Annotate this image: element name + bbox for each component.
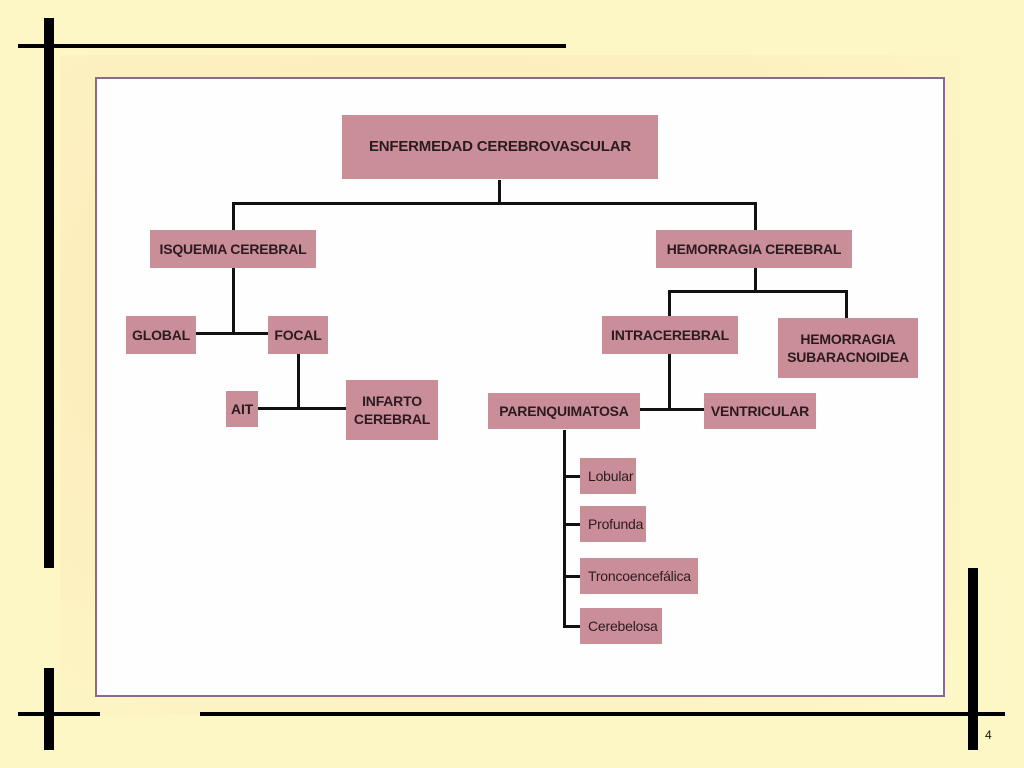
connector [563, 430, 566, 628]
connector [232, 268, 235, 334]
frame-bar-left-vertical [44, 18, 54, 568]
frame-bar-bottomleft-horizontal [18, 712, 100, 716]
node-global: GLOBAL [126, 316, 196, 354]
connector [668, 290, 671, 318]
connector [845, 290, 848, 318]
node-hemorragia-subaracnoidea: HEMORRAGIA SUBARACNOIDEA [778, 318, 918, 378]
connector [754, 202, 757, 232]
connector [258, 407, 346, 410]
frame-bar-top-horizontal [18, 44, 566, 48]
connector [498, 180, 501, 204]
node-hemorragia-cerebral: HEMORRAGIA CEREBRAL [656, 230, 852, 268]
frame-bar-bottomleft-vertical [44, 668, 54, 750]
node-enfermedad-cerebrovascular: ENFERMEDAD CEREBROVASCULAR [342, 115, 658, 179]
node-infarto-cerebral: INFARTO CEREBRAL [346, 380, 438, 440]
connector [232, 202, 235, 232]
node-ait: AIT [226, 391, 258, 427]
node-focal: FOCAL [268, 316, 328, 354]
connector [196, 332, 270, 335]
connector [232, 202, 756, 205]
connector [563, 523, 580, 526]
node-profunda: Profunda [580, 506, 646, 542]
node-ventricular: VENTRICULAR [704, 393, 816, 429]
node-parenquimatosa: PARENQUIMATOSA [488, 393, 640, 429]
connector [563, 575, 580, 578]
connector [563, 475, 580, 478]
page-number: 4 [985, 728, 992, 742]
connector [668, 354, 671, 410]
node-intracerebral: INTRACEREBRAL [602, 316, 738, 354]
node-troncoencefalica: Troncoencefálica [580, 558, 698, 594]
connector [563, 625, 580, 628]
frame-bar-bottom-horizontal [200, 712, 1005, 716]
node-lobular: Lobular [580, 458, 636, 494]
node-cerebelosa: Cerebelosa [580, 608, 662, 644]
frame-bar-right-vertical [968, 568, 978, 750]
connector [640, 408, 704, 411]
node-isquemia-cerebral: ISQUEMIA CEREBRAL [150, 230, 316, 268]
connector [754, 268, 757, 292]
diagram-panel [95, 77, 945, 697]
connector [668, 290, 848, 293]
connector [297, 354, 300, 409]
